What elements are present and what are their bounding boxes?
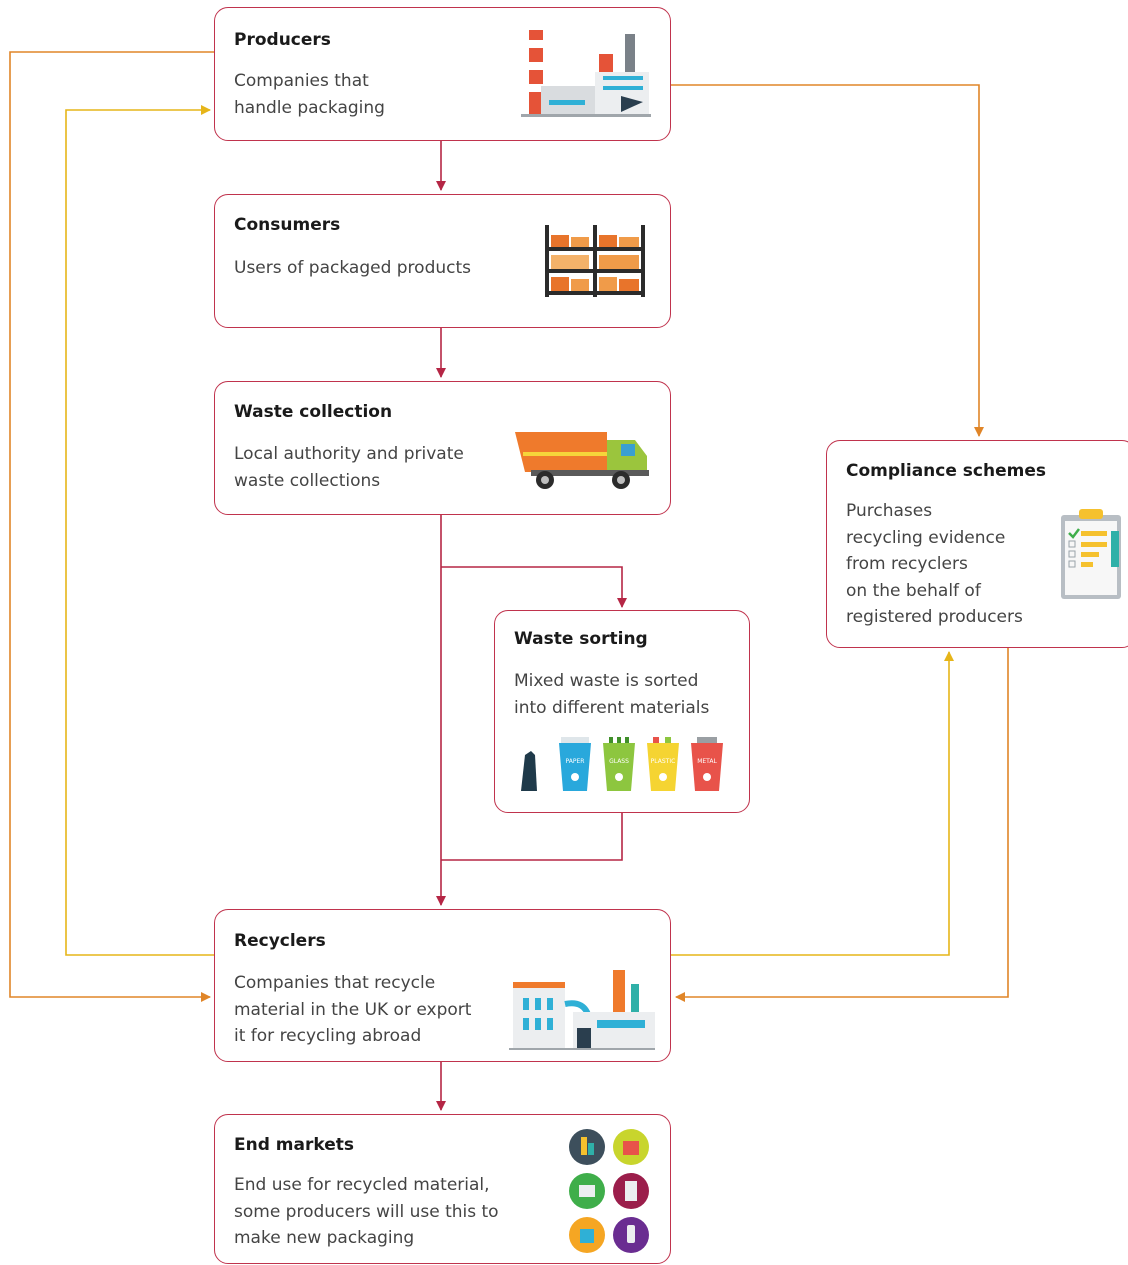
- factory-icon: [521, 30, 651, 117]
- compliance-schemes-line: Purchases: [846, 501, 933, 521]
- consumers-title: Consumers: [234, 215, 341, 235]
- waste-sorting-line: Mixed waste is sorted: [514, 671, 699, 691]
- bin-label: PAPER: [566, 758, 585, 765]
- bin-label: GLASS: [609, 758, 629, 765]
- shelves-icon: [545, 225, 645, 297]
- recyclers-line: material in the UK or export: [234, 999, 472, 1020]
- producers-line: Companies that: [234, 71, 369, 91]
- recyclers-node: Recyclers Companies that recycle materia…: [214, 909, 671, 1062]
- waste-collection-title: Waste collection: [234, 402, 393, 422]
- bin-label: PLASTIC: [651, 758, 676, 765]
- edge-waste-sorting-recyclers: [441, 813, 623, 861]
- edge-producers-compliance: [671, 84, 984, 437]
- end-markets-line: End use for recycled material,: [234, 1175, 490, 1195]
- end-markets-title: End markets: [234, 1135, 354, 1155]
- consumers-line: Users of packaged products: [234, 258, 472, 278]
- consumers-node: Consumers Users of packaged products: [214, 194, 671, 328]
- edge-producers-recyclers: [9, 51, 214, 1002]
- producers-description: Companies that handle packaging: [234, 68, 385, 121]
- waste-sorting-line: into different materials: [514, 697, 710, 718]
- compliance-schemes-description: Purchases recycling evidence from recycl…: [846, 498, 1023, 631]
- compliance-schemes-title: Compliance schemes: [846, 461, 1046, 481]
- end-markets-line: some producers will use this to: [234, 1201, 499, 1222]
- compliance-schemes-line: registered producers: [846, 607, 1023, 627]
- end-markets-line: make new packaging: [234, 1228, 415, 1248]
- end-markets-node: End markets End use for recycled materia…: [214, 1114, 671, 1264]
- consumers-description: Users of packaged products: [234, 255, 471, 282]
- compliance-schemes-node: Compliance schemes Purchases recycling e…: [826, 440, 1128, 648]
- waste-sorting-node: Waste sorting Mixed waste is sorted into…: [494, 610, 750, 813]
- product-circles-icon: [569, 1129, 649, 1253]
- producers-node: Producers Companies that handle packagin…: [214, 7, 671, 141]
- recyclers-line: it for recycling abroad: [234, 1026, 422, 1046]
- compliance-schemes-line: from recyclers: [846, 554, 968, 574]
- recycling-bins-icon: PAPER GLASS PLASTIC METAL: [521, 737, 723, 791]
- recyclers-title: Recyclers: [234, 931, 326, 951]
- edge-compliance-recyclers: [675, 648, 1009, 1002]
- waste-collection-node: Waste collection Local authority and pri…: [214, 381, 671, 515]
- compliance-schemes-line: recycling evidence: [846, 527, 1006, 548]
- waste-sorting-description: Mixed waste is sorted into different mat…: [514, 668, 709, 721]
- bin-label: METAL: [697, 758, 717, 765]
- waste-collection-description: Local authority and private waste collec…: [234, 441, 464, 494]
- end-markets-description: End use for recycled material, some prod…: [234, 1172, 499, 1252]
- garbage-truck-icon: [515, 432, 649, 489]
- recyclers-line: Companies that recycle: [234, 973, 436, 993]
- recycling-plant-icon: [509, 970, 655, 1050]
- recyclers-description: Companies that recycle material in the U…: [234, 970, 471, 1050]
- compliance-schemes-line: on the behalf of: [846, 580, 981, 601]
- edge-recyclers-compliance: [671, 651, 954, 956]
- edge-recyclers-producers: [65, 105, 214, 956]
- waste-collection-line: Local authority and private: [234, 444, 464, 464]
- producers-title: Producers: [234, 30, 331, 50]
- producers-line: handle packaging: [234, 97, 385, 118]
- clipboard-rating-icon: [1061, 509, 1121, 599]
- edge-waste-collection-waste-sorting: [441, 566, 627, 608]
- waste-collection-line: waste collections: [234, 470, 381, 491]
- waste-sorting-title: Waste sorting: [514, 629, 648, 649]
